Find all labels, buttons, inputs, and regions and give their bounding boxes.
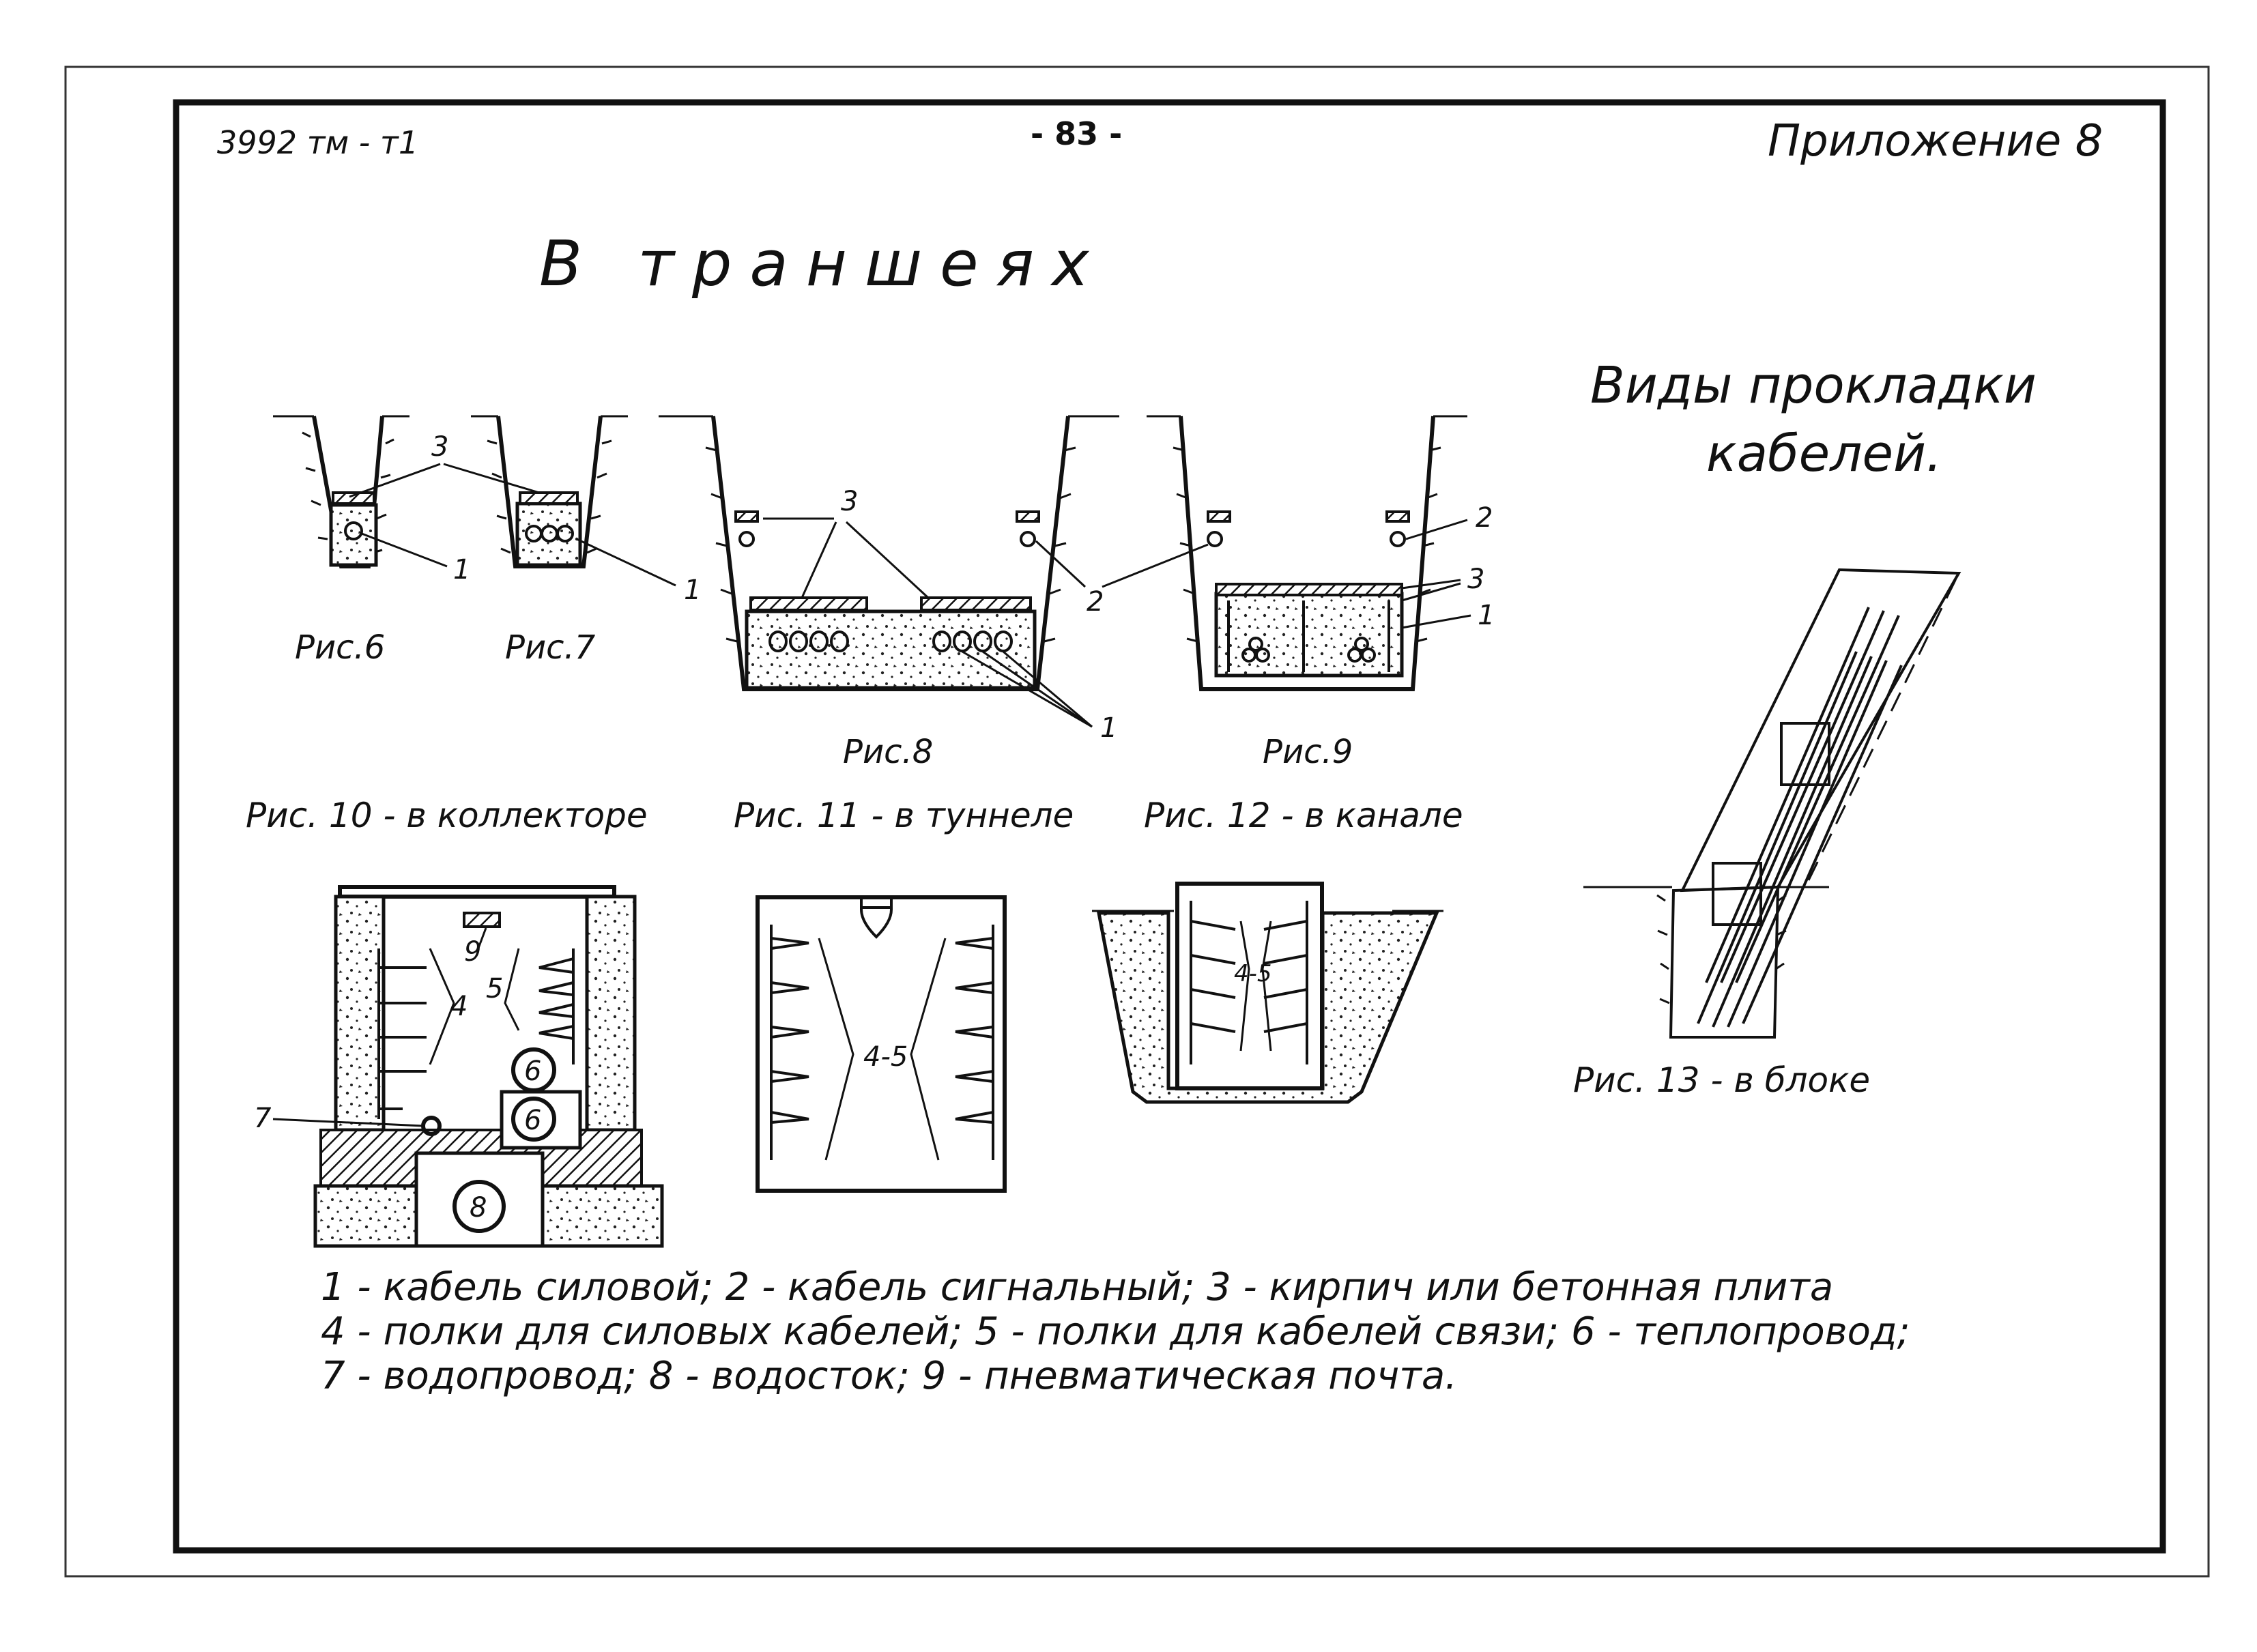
legend-line-1: 1 - кабель силовой; 2 - кабель сигнальны… (321, 1265, 1833, 1309)
fig10-callout-8: 8 (470, 1192, 487, 1223)
fig8-drawing: 3 1 2 Рис.8 (659, 415, 1209, 771)
fig9-caption: Рис.9 (1263, 733, 1353, 771)
fig7-caption: Рис.7 (505, 628, 596, 667)
cable-laying-title-line2: кабелей. (1706, 424, 1942, 483)
fig10-callout-5: 5 (486, 973, 503, 1004)
fig6-caption: Рис.6 (295, 628, 385, 667)
fig12-drawing: 4-5 (1092, 882, 1443, 1104)
fig13-caption: Рис. 13 - в блоке (1573, 1060, 1870, 1100)
legend-line-3: 7 - водопровод; 8 - водосток; 9 - пневма… (321, 1354, 1457, 1398)
fig67-callout-3: 3 (431, 431, 448, 463)
fig6-callout-1: 1 (453, 554, 470, 585)
legend-line-2: 4 - полки для силовых кабелей; 5 - полки… (321, 1309, 1910, 1354)
fig10-callout-6b: 6 (524, 1105, 541, 1136)
fig7-callout-1: 1 (684, 575, 701, 606)
inner-frame (173, 99, 2166, 1554)
doc-code: 3992 тм - т1 (217, 124, 418, 161)
fig7-drawing: 3 1 Рис.7 (349, 415, 701, 667)
appendix-label: Приложение 8 (1768, 116, 2103, 166)
fig10-drawing: 8 9 4 5 6 6 7 (254, 885, 664, 1248)
fig9-callout-2: 2 (1476, 502, 1493, 534)
fig13-drawing: Рис. 13 - в блоке (1573, 568, 1961, 1100)
trenches-title: В траншеях (539, 227, 1106, 300)
fig9-drawing: 2 3 1 Рис.9 (1147, 415, 1495, 771)
fig11-caption: Рис. 11 - в туннеле (734, 796, 1074, 835)
fig11-callout-45: 4-5 (863, 1041, 908, 1073)
fig10-callout-6a: 6 (524, 1056, 541, 1087)
fig8-callout-3: 3 (841, 486, 858, 517)
fig9-callout-3: 3 (1467, 564, 1484, 595)
fig89-callout-2: 2 (1087, 586, 1104, 618)
page-number: - 83 - (1031, 115, 1122, 152)
cable-laying-title-line1: Виды прокладки (1590, 356, 2037, 415)
outer-frame (64, 66, 2210, 1578)
fig6-drawing: 1 Рис.6 (273, 415, 470, 667)
fig11-drawing: 4-5 (756, 895, 1007, 1193)
fig8-caption: Рис.8 (843, 733, 933, 771)
fig10-callout-9: 9 (464, 936, 481, 968)
fig10-callout-4: 4 (450, 991, 468, 1022)
fig10-caption: Рис. 10 - в коллекторе (246, 796, 648, 835)
fig8-callout-1: 1 (1100, 712, 1117, 744)
fig9-callout-1: 1 (1478, 600, 1495, 631)
fig12-caption: Рис. 12 - в канале (1144, 796, 1463, 835)
fig10-callout-7: 7 (254, 1103, 272, 1134)
fig12-callout-45: 4-5 (1234, 960, 1272, 987)
